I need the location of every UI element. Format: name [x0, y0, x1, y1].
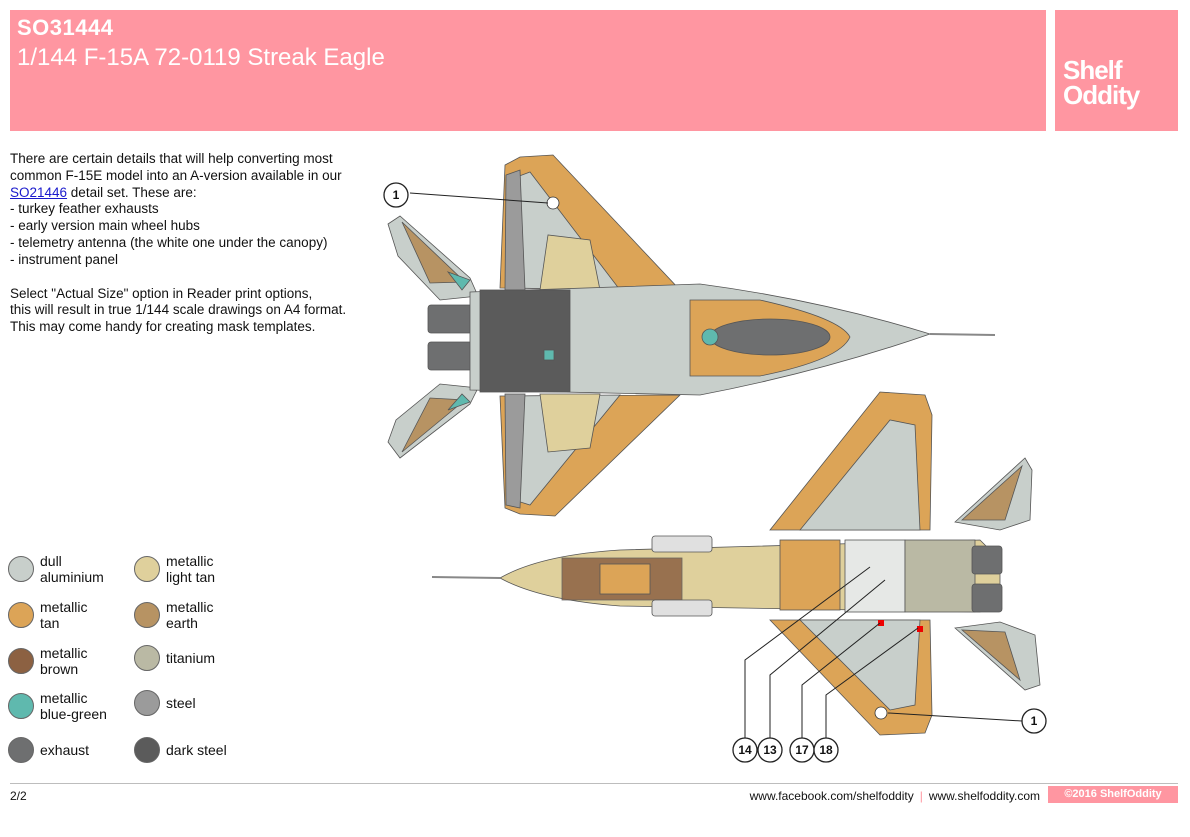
legend-label-line: dull: [40, 553, 62, 569]
callout-label: 14: [738, 743, 752, 757]
legend-label-line: steel: [166, 695, 196, 711]
callout-label: 1: [393, 188, 400, 202]
legend-item-exhaust: exhaust: [8, 737, 130, 763]
intro-line-2: common F-15E model into an A-version ava…: [10, 167, 342, 183]
legend-label-line: aluminium: [40, 569, 104, 585]
logo-line-2: Oddity: [1063, 80, 1140, 110]
facebook-link[interactable]: www.facebook.com/shelfoddity: [749, 789, 914, 803]
feature-item: - early version main wheel hubs: [10, 218, 200, 234]
color-swatch: [134, 737, 160, 763]
footer-links: www.facebook.com/shelfoddity | www.shelfod…: [750, 789, 1040, 803]
feature-item: - turkey feather exhausts: [10, 201, 159, 217]
intro-line-1: There are certain details that will help…: [10, 151, 333, 166]
legend-label-line: earth: [166, 615, 198, 631]
legend-item-titanium: titanium: [134, 645, 256, 671]
feature-item: - telemetry antenna (the white one under…: [10, 234, 328, 250]
color-swatch: [8, 737, 34, 763]
callout-label: 17: [795, 743, 809, 757]
lower-view-aircraft: [431, 391, 1041, 736]
print-note-line: Select "Actual Size" option in Reader pr…: [10, 285, 313, 301]
color-swatch: [8, 602, 34, 628]
callout-label: 13: [763, 743, 777, 757]
callout-13: 13: [757, 737, 783, 763]
callout-label: 18: [819, 743, 833, 757]
legend-label-line: light tan: [166, 569, 216, 585]
intro-line-3: SO21446 detail set. These are:: [10, 185, 380, 202]
callout-top-1: 1: [383, 182, 409, 208]
color-swatch: [134, 645, 160, 671]
product-code: SO31444: [17, 15, 114, 40]
website-link[interactable]: www.shelfoddity.com: [928, 789, 1040, 803]
legend-label-line: metallic: [166, 599, 214, 615]
print-note-line: this will result in true 1/144 scale dra…: [10, 302, 347, 318]
callout-label: 1: [1031, 714, 1038, 728]
color-swatch: [8, 648, 34, 674]
upper-view-aircraft: [387, 154, 996, 517]
color-swatch: [8, 556, 34, 582]
legend-label-line: metallic: [40, 690, 88, 706]
footer-divider: [10, 783, 1178, 784]
legend-label-line: metallic: [40, 599, 88, 615]
page-number: 2/2: [10, 789, 27, 803]
logo-line-1: Shelf: [1063, 55, 1123, 85]
color-swatch: [134, 690, 160, 716]
legend-label-line: metallic: [40, 645, 88, 661]
page-title: 1/144 F-15A 72-0119 Streak Eagle: [17, 44, 385, 71]
callout-17: 17: [789, 737, 815, 763]
color-swatch: [134, 556, 160, 582]
legend-label-line: exhaust: [40, 742, 90, 758]
callout-18: 18: [813, 737, 839, 763]
legend-label-line: brown: [40, 661, 79, 677]
leader-lines: [409, 192, 1023, 738]
callout-14: 14: [732, 737, 758, 763]
header-banner: [10, 10, 1046, 131]
feature-item: - instrument panel: [10, 251, 119, 267]
footer-separator: |: [919, 789, 923, 803]
color-swatch: [8, 693, 34, 719]
legend-label-line: metallic: [166, 553, 214, 569]
legend-label-line: dark steel: [166, 742, 227, 758]
legend-label-line: titanium: [166, 650, 216, 666]
legend-item-dark-steel: dark steel: [134, 737, 256, 763]
logo: Shelf Oddity: [1055, 10, 1178, 131]
print-note-line: This may come handy for creating mask te…: [10, 319, 316, 335]
detail-set-link[interactable]: SO21446: [10, 184, 68, 200]
copyright-badge: ©2016 ShelfOddity: [1048, 786, 1178, 803]
callout-bottom-1: 1: [1021, 708, 1047, 734]
legend-item-steel: steel: [134, 690, 256, 716]
intro-line-3-rest: detail set. These are:: [67, 184, 197, 200]
color-swatch: [134, 602, 160, 628]
legend-label-line: tan: [40, 615, 60, 631]
intro-text: There are certain details that will help…: [10, 151, 380, 336]
legend-label-line: blue-green: [40, 706, 107, 722]
